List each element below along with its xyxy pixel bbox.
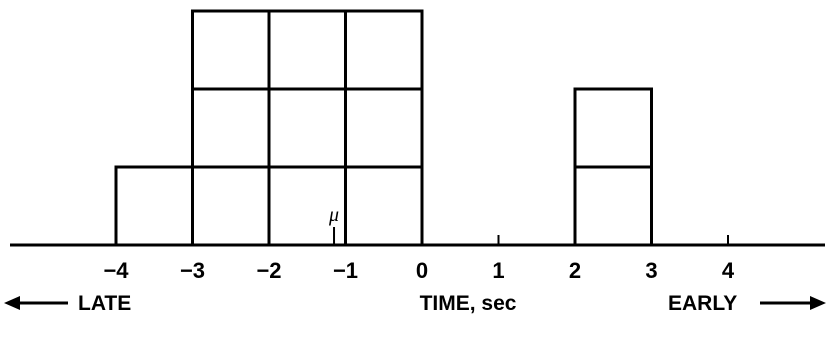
- histogram-box-bin-4-level-2: [573, 87, 653, 169]
- x-tick-label: 0: [416, 258, 428, 283]
- histogram-box-bin-3-level-3: [344, 9, 424, 91]
- histogram-box-bin-1-level-2: [191, 87, 271, 169]
- histogram-box-bin-3-level-2: [344, 87, 424, 169]
- x-tick-label: −2: [256, 258, 281, 283]
- histogram-box-bin-0-level-1: [114, 165, 194, 247]
- x-tick-label: −4: [103, 258, 129, 283]
- histogram-box-bin-1-level-1: [191, 165, 271, 247]
- x-tick-label: 3: [645, 258, 657, 283]
- histogram-bars: [114, 9, 653, 247]
- early-label: EARLY: [668, 292, 737, 315]
- svg-text:TIME, sec: TIME, sec: [420, 292, 517, 315]
- x-axis-ticks: −4 −3 −2 −1 0 1 2 3 4: [103, 235, 735, 283]
- x-tick-label: 2: [569, 258, 581, 283]
- x-tick-label: 1: [492, 258, 504, 283]
- mean-marker: μ: [328, 204, 339, 245]
- x-tick-label: 4: [722, 258, 735, 283]
- histogram-box-bin-4-level-1: [573, 165, 653, 247]
- histogram-box-bin-2-level-3: [267, 9, 347, 91]
- x-tick-label: −1: [333, 258, 358, 283]
- histogram-box-bin-1-level-3: [191, 9, 271, 91]
- x-axis-label: TIME, sec: [420, 292, 517, 315]
- late-label: LATE: [78, 292, 131, 315]
- mean-label: μ: [328, 204, 339, 226]
- left-arrowhead-icon: [4, 296, 20, 310]
- x-tick-label: −3: [180, 258, 205, 283]
- right-arrowhead-icon: [810, 296, 826, 310]
- late-indicator: LATE: [4, 292, 131, 315]
- early-indicator: EARLY: [668, 292, 826, 315]
- x-axis-title: TIME, sec: [420, 292, 517, 315]
- histogram-box-bin-3-level-1: [344, 165, 424, 247]
- histogram-box-bin-2-level-2: [267, 87, 347, 169]
